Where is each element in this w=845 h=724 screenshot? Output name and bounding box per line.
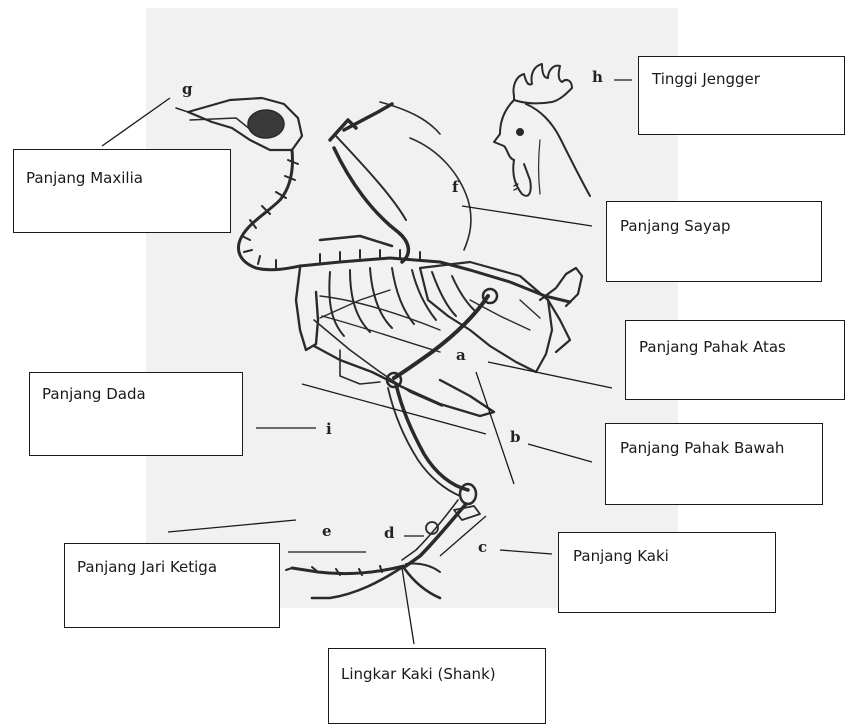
toes-illustration [286,563,440,598]
label-box-sayap: Panjang Sayap [606,201,822,282]
leader-line-f [462,206,592,226]
leader-line-a [488,362,612,388]
marker-letter-g: g [182,80,193,98]
label-box-shank: Lingkar Kaki (Shank) [328,648,546,724]
label-box-kaki: Panjang Kaki [558,532,776,613]
label-box-pahak-atas: Panjang Pahak Atas [625,320,845,400]
marker-letter-h: h [592,68,603,86]
label-box-pahak-bawah: Panjang Pahak Bawah [605,423,823,505]
marker-letter-i: i [326,420,332,438]
label-box-jengger: Tinggi Jengger [638,56,845,135]
label-shank: Lingkar Kaki (Shank) [341,665,496,683]
label-box-maxilia: Panjang Maxilia [13,149,231,233]
label-box-jari-ketiga: Panjang Jari Ketiga [64,543,280,628]
label-kaki: Panjang Kaki [573,547,669,565]
label-jari-ketiga: Panjang Jari Ketiga [77,558,217,576]
label-maxilia: Panjang Maxilia [26,169,143,187]
marker-letter-c: c [478,538,487,556]
pelvis-illustration [420,262,552,372]
label-box-dada: Panjang Dada [29,372,243,456]
leader-line-g [102,98,170,146]
leader-line-e [168,520,296,532]
label-sayap: Panjang Sayap [620,217,731,235]
tail-illustration [540,268,582,352]
wing-illustration [320,102,471,262]
spine-illustration [300,250,570,302]
marker-letter-d: d [384,524,395,542]
neck-vertebrae-illustration [238,150,300,270]
rooster-head-illustration [494,64,590,196]
label-dada: Panjang Dada [42,385,146,403]
marker-letter-b: b [510,428,521,446]
leader-line-c [500,550,552,554]
label-pahak-atas: Panjang Pahak Atas [639,338,786,356]
marker-letter-e: e [322,522,332,540]
measure-line-lower-thigh [476,372,514,484]
skull-illustration [176,98,302,150]
marker-letter-a: a [456,346,466,364]
shank-illustration [402,500,480,566]
sternum-illustration [296,268,494,416]
leader-line-b [528,444,592,462]
marker-letter-f: f [452,178,458,196]
label-pahak-bawah: Panjang Pahak Bawah [620,439,784,457]
label-jengger: Tinggi Jengger [652,70,760,88]
